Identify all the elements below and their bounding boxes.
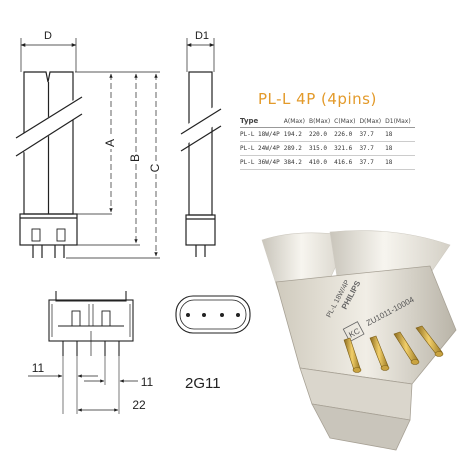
table-row: PL-L 36W/4P 384.2 410.0 416.6 37.7 18 <box>240 156 415 170</box>
pin-spacing-right-label: 11 <box>141 375 154 389</box>
table-row: PL-L 24W/4P 289.2 315.0 321.6 37.7 18 <box>240 142 415 156</box>
spec-header-d: D(Max) <box>359 117 382 125</box>
dim-c-label: C <box>148 163 162 172</box>
table-cell: 18 <box>385 145 393 152</box>
table-cell: 416.6 <box>334 159 353 166</box>
table-cell: 321.6 <box>334 145 353 152</box>
table-cell: 37.7 <box>359 145 374 152</box>
dim-a-label: A <box>103 139 117 147</box>
dim-d1-label: D1 <box>195 30 209 42</box>
spec-title: PL-L 4P (4pins) <box>258 90 377 108</box>
spec-header-a: A(Max) <box>283 117 305 125</box>
table-cell: 410.0 <box>308 159 328 166</box>
front-view <box>19 38 78 258</box>
table-cell: PL-L 18W/4P <box>240 131 280 138</box>
photo-pins <box>343 325 444 373</box>
dim-b-label: B <box>128 154 142 162</box>
table-cell: 18 <box>385 131 393 138</box>
pin-span-label: 22 <box>132 398 146 412</box>
side-view <box>185 38 216 257</box>
table-cell: 37.7 <box>359 131 374 138</box>
spec-table: Type A(Max) B(Max) C(Max) D(Max) D1(Max)… <box>240 117 415 170</box>
base-section-view <box>28 291 138 414</box>
table-cell: PL-L 36W/4P <box>240 159 280 166</box>
break-symbol-side <box>177 107 222 152</box>
base-type-label: 2G11 <box>185 375 221 392</box>
base-end-view <box>175 295 251 334</box>
length-dimensions <box>66 71 160 259</box>
dim-d-label: D <box>44 30 52 42</box>
pin-spacing-left-label: 11 <box>32 361 45 375</box>
spec-header-type: Type <box>240 117 259 125</box>
table-cell: 18 <box>385 159 393 166</box>
lamp-photo: PL-L 18W/4P PHILIPS ZU1011-10004 KC <box>261 230 457 451</box>
table-cell: PL-L 24W/4P <box>240 145 280 152</box>
spec-header-row: Type A(Max) B(Max) C(Max) D(Max) D1(Max) <box>240 117 415 128</box>
break-symbol-front <box>15 96 83 157</box>
table-cell: 220.0 <box>308 131 328 138</box>
table-cell: 194.2 <box>283 131 302 138</box>
table-cell: 289.2 <box>283 145 302 152</box>
table-cell: 315.0 <box>308 145 328 152</box>
spec-header-c: C(Max) <box>334 117 356 125</box>
table-cell: 37.7 <box>359 159 374 166</box>
table-cell: 226.0 <box>334 131 353 138</box>
table-cell: 384.2 <box>283 159 302 166</box>
spec-header-d1: D1(Max) <box>385 117 411 125</box>
spec-header-b: B(Max) <box>308 117 331 125</box>
table-row: PL-L 18W/4P 194.2 220.0 226.0 37.7 18 <box>240 128 415 142</box>
